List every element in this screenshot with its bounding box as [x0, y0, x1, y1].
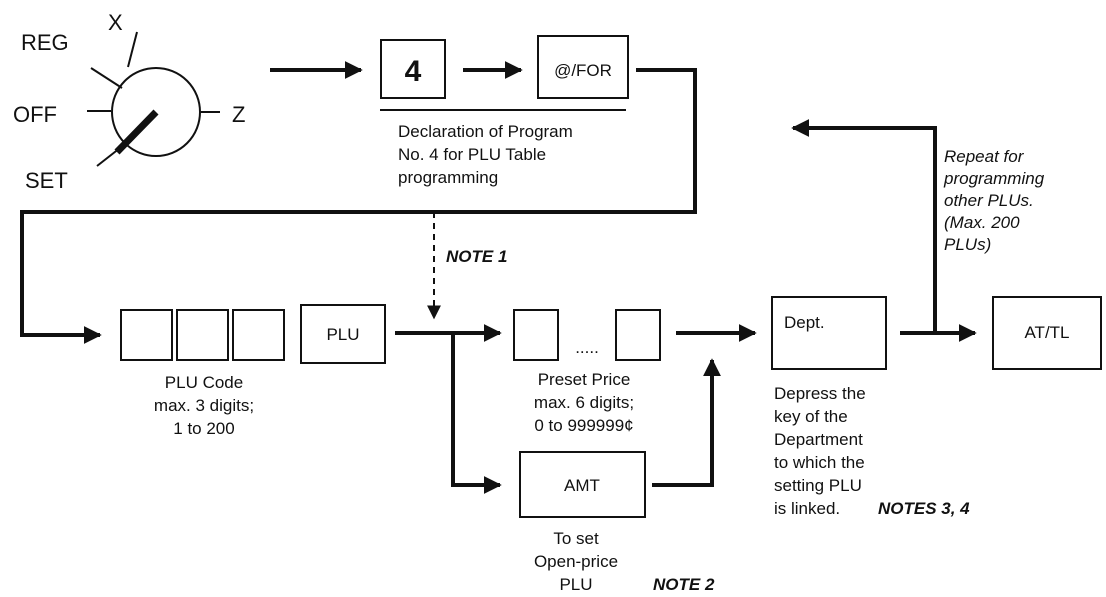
- key-4-label: 4: [405, 55, 422, 88]
- arrow-to-amt: [451, 333, 502, 494]
- mode-set-label: SET: [25, 168, 68, 193]
- price-digit-box-last: [615, 309, 661, 361]
- plu-code-caption-2: max. 3 digits;: [154, 396, 254, 415]
- dept-caption-5: setting PLU: [774, 476, 862, 495]
- key-amt: [519, 451, 646, 518]
- x-tick: [127, 31, 138, 68]
- mode-x-label: X: [108, 10, 123, 35]
- repeat-line-5: PLUs): [944, 235, 991, 254]
- mode-z-label: Z: [232, 102, 245, 127]
- program-declaration: 4 @/FOR Declaration of Program No. 4 for…: [380, 35, 629, 187]
- key-plu-label: PLU: [326, 325, 359, 344]
- flow-to-plu-code: [20, 68, 697, 344]
- preset-price-caption-1: Preset Price: [538, 370, 631, 389]
- key-dept-label: Dept.: [784, 313, 825, 332]
- repeat-line-2: programming: [943, 169, 1045, 188]
- key-plu: [300, 304, 386, 364]
- declaration-line-2: No. 4 for PLU Table: [398, 145, 546, 164]
- dept-caption-3: Department: [774, 430, 863, 449]
- preset-price-group: ..... Preset Price max. 6 digits; 0 to 9…: [513, 309, 661, 435]
- key-for: [537, 35, 629, 99]
- arrow-amt-to-dept: [652, 358, 721, 487]
- dept-caption-1: Depress the: [774, 384, 866, 403]
- key-amt-label: AMT: [564, 476, 600, 495]
- plu-code-caption-3: 1 to 200: [173, 419, 234, 438]
- amt-caption-2: Open-price: [534, 552, 618, 571]
- declaration-line-3: programming: [398, 168, 498, 187]
- plu-digit-box-2: [176, 309, 229, 361]
- amt-group: AMT To set Open-price PLU NOTE 2: [519, 451, 715, 594]
- plu-code-group: PLU PLU Code max. 3 digits; 1 to 200: [120, 304, 386, 438]
- mode-pointer-icon: [114, 109, 159, 155]
- repeat-line-4: (Max. 200: [944, 213, 1020, 232]
- repeat-line-3: other PLUs.: [944, 191, 1034, 210]
- mode-reg-label: REG: [21, 30, 69, 55]
- preset-price-caption-2: max. 6 digits;: [534, 393, 634, 412]
- key-at-tl-label: AT/TL: [1024, 323, 1069, 342]
- preset-price-caption-3: 0 to 999999¢: [534, 416, 633, 435]
- note2-label: NOTE 2: [653, 575, 715, 594]
- price-dots: .....: [575, 338, 599, 357]
- plu-digit-box-3: [232, 309, 285, 361]
- plu-code-caption-1: PLU Code: [165, 373, 243, 392]
- plu-digit-box-1: [120, 309, 173, 361]
- key-at-tl: [992, 296, 1102, 370]
- key-4: [380, 39, 446, 99]
- notes-3-4-label: NOTES 3, 4: [878, 499, 970, 518]
- set-tick: [96, 147, 121, 167]
- key-for-label: @/FOR: [554, 61, 612, 80]
- repeat-line-1: Repeat for: [944, 147, 1025, 166]
- declaration-line-1: Declaration of Program: [398, 122, 573, 141]
- repeat-loop-arrow: [791, 119, 937, 333]
- dept-caption-2: key of the: [774, 407, 848, 426]
- mode-off-label: OFF: [13, 102, 57, 127]
- dept-caption-4: to which the: [774, 453, 865, 472]
- amt-caption-3: PLU: [559, 575, 592, 594]
- mode-switch: REG X OFF Z SET: [13, 10, 245, 193]
- repeat-note: Repeat for programming other PLUs. (Max.…: [943, 147, 1045, 254]
- reg-tick: [90, 67, 123, 89]
- price-digit-box-first: [513, 309, 559, 361]
- dept-caption-6: is linked.: [774, 499, 840, 518]
- amt-caption-1: To set: [553, 529, 599, 548]
- note1-label: NOTE 1: [446, 247, 507, 266]
- key-dept: [771, 296, 887, 370]
- dept-group: Dept. Depress the key of the Department …: [771, 296, 970, 518]
